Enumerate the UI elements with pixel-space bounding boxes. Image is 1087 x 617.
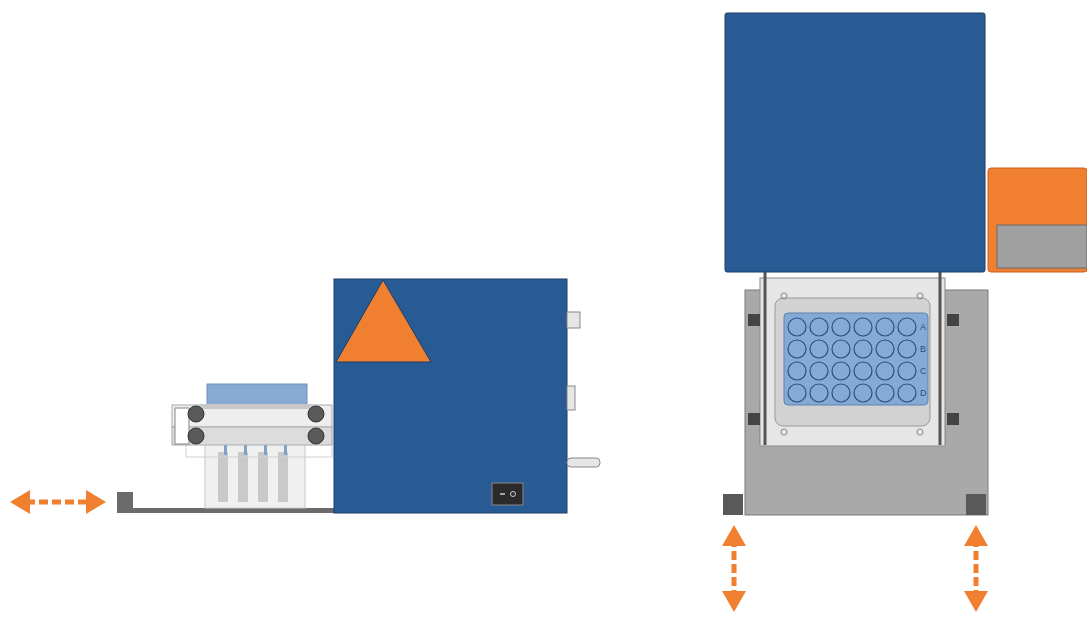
row-letter: B [920,344,926,354]
well [832,362,850,380]
well [898,318,916,336]
side-view [10,279,600,514]
top-view [722,13,1087,612]
side-knob [567,312,580,328]
well-plate [784,313,928,405]
housing [334,279,567,513]
well [898,340,916,358]
well [854,384,872,402]
plate-frame [760,278,945,446]
plate-holder [200,404,314,409]
side-port [567,386,575,410]
well [810,362,828,380]
well [788,318,806,336]
well [832,340,850,358]
well [810,318,828,336]
well [876,318,894,336]
row-letter: D [920,388,927,398]
module-window [997,225,1087,268]
lift-arrow [974,538,979,600]
housing-top [725,13,985,272]
well [810,384,828,402]
well [854,362,872,380]
tray-base [117,508,337,513]
well [898,384,916,402]
foot [723,494,743,515]
side-module [988,168,1087,272]
arrow-head [86,490,106,514]
power-switch [492,483,523,505]
well [876,362,894,380]
well [854,340,872,358]
well [898,362,916,380]
filter-plate [207,384,307,407]
rail-end [175,408,189,444]
plate-recess [775,298,930,426]
well [876,384,894,402]
well [788,340,806,358]
lift-arrow [732,538,737,600]
collection-block [205,443,305,508]
rail-lower [172,427,332,445]
rail-upper [172,405,332,427]
well [810,340,828,358]
row-letter: A [920,322,926,332]
base [745,290,988,515]
arrow-head [10,490,30,514]
warning-triangle [336,280,431,362]
side-handle [567,458,600,467]
well [832,384,850,402]
well [854,318,872,336]
well [788,362,806,380]
well [788,384,806,402]
well [876,340,894,358]
row-letter: C [920,366,927,376]
foot [966,494,986,515]
well [832,318,850,336]
